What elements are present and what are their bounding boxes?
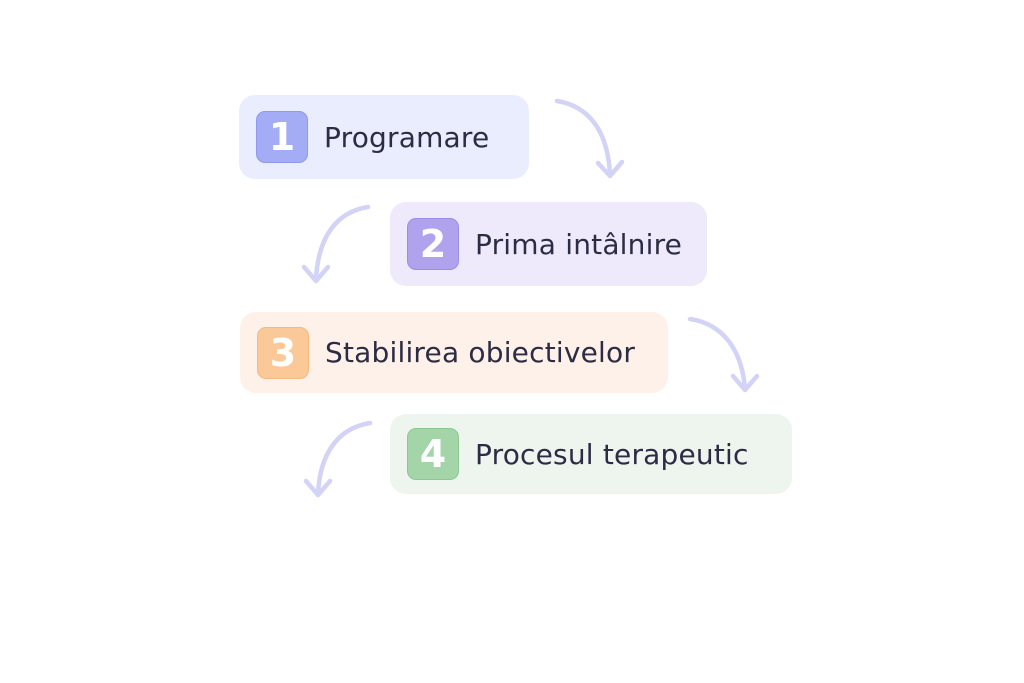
connector-arrow-4-continue — [303, 420, 373, 498]
connector-arrow-2-to-3 — [301, 204, 371, 284]
connector-arrow-3-to-4 — [687, 316, 760, 393]
step-number-badge: 4 — [407, 428, 459, 480]
step-tile-prima-intalnire: 2 Prima intâlnire — [390, 202, 707, 286]
step-number-badge: 2 — [407, 218, 459, 270]
step-label: Prima intâlnire — [475, 227, 683, 261]
step-number-badge: 3 — [257, 326, 309, 379]
connector-arrow-1-to-2 — [554, 98, 625, 179]
step-tile-programare: 1 Programare — [239, 95, 529, 179]
step-label: Programare — [324, 120, 490, 154]
step-tile-procesul-terapeutic: 4 Procesul terapeutic — [390, 414, 792, 494]
step-label: Stabilirea obiectivelor — [325, 336, 636, 369]
step-number-badge: 1 — [256, 111, 308, 163]
step-label: Procesul terapeutic — [475, 437, 749, 471]
step-tile-stabilirea-obiectivelor: 3 Stabilirea obiectivelor — [240, 312, 668, 393]
